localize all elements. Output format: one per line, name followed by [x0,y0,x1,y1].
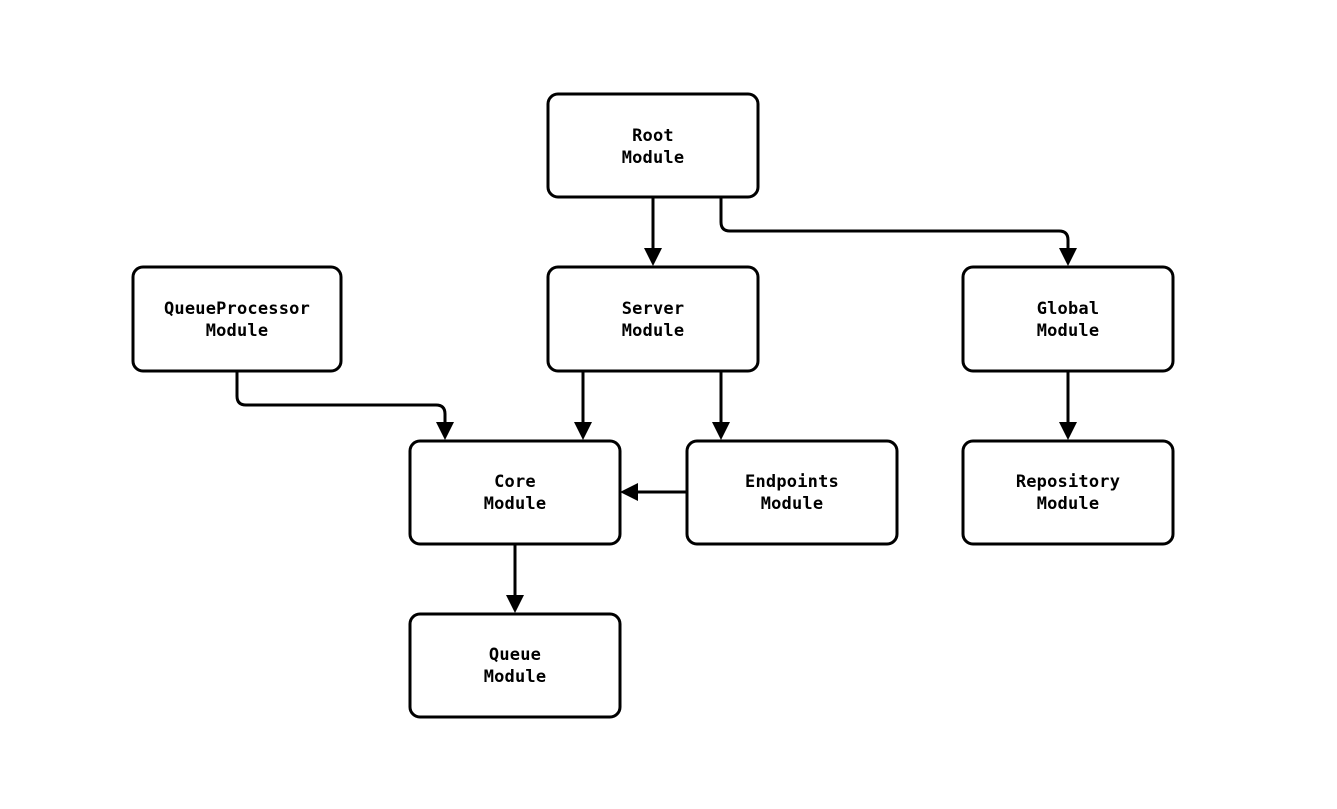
node-box[interactable] [408,439,622,546]
edge-global-to-repository [1059,371,1077,440]
node-server-module[interactable]: Server Module [546,265,760,373]
node-label-line1: Queue [489,645,541,665]
node-label-line1: Repository [1016,472,1120,492]
node-queueprocessor-module[interactable]: QueueProcessor Module [131,265,343,373]
arrow-head-down [1059,422,1077,440]
node-core-module[interactable]: Core Module [408,439,622,546]
arrow-head-down [574,422,592,440]
arrow-head-down [712,422,730,440]
arrow-head-down [506,595,524,613]
edge-queueprocessor-to-core [235,371,454,440]
node-label-line2: Module [1037,494,1100,514]
edge-core-to-queue [506,544,524,613]
node-label-line2: Module [622,148,685,168]
node-label-line1: QueueProcessor [164,299,310,319]
node-label-line1: Endpoints [745,472,839,492]
edge-line [235,371,447,427]
node-box[interactable] [685,439,899,546]
edge-server-to-core [574,371,592,440]
node-label-line2: Module [1037,321,1100,341]
node-box[interactable] [961,439,1175,546]
edge-endpoints-to-core [620,483,687,501]
edge-layer [235,197,1077,613]
arrow-head-left [620,483,638,501]
node-box[interactable] [546,92,760,199]
node-label-line1: Core [494,472,536,492]
node-repository-module[interactable]: Repository Module [961,439,1175,546]
edge-root-to-server [644,197,662,266]
node-queue-module[interactable]: Queue Module [408,612,622,719]
arrow-head-down [644,248,662,266]
node-layer: Root Module QueueProcessor Module Server… [131,92,1175,719]
edge-server-to-endpoints [712,371,730,440]
node-label-line1: Global [1037,299,1100,319]
node-label-line2: Module [761,494,824,514]
arrow-head-down [436,422,454,440]
edge-root-to-global [719,197,1077,266]
node-box[interactable] [961,265,1175,373]
arrow-head-down [1059,248,1077,266]
node-box[interactable] [131,265,343,373]
node-root-module[interactable]: Root Module [546,92,760,199]
node-global-module[interactable]: Global Module [961,265,1175,373]
edge-line [719,197,1070,253]
node-box[interactable] [546,265,760,373]
node-label-line2: Module [622,321,685,341]
node-label-line2: Module [484,667,547,687]
node-box[interactable] [408,612,622,719]
node-label-line1: Server [622,299,685,319]
node-label-line2: Module [484,494,547,514]
node-endpoints-module[interactable]: Endpoints Module [685,439,899,546]
node-label-line1: Root [632,126,674,146]
node-label-line2: Module [206,321,269,341]
